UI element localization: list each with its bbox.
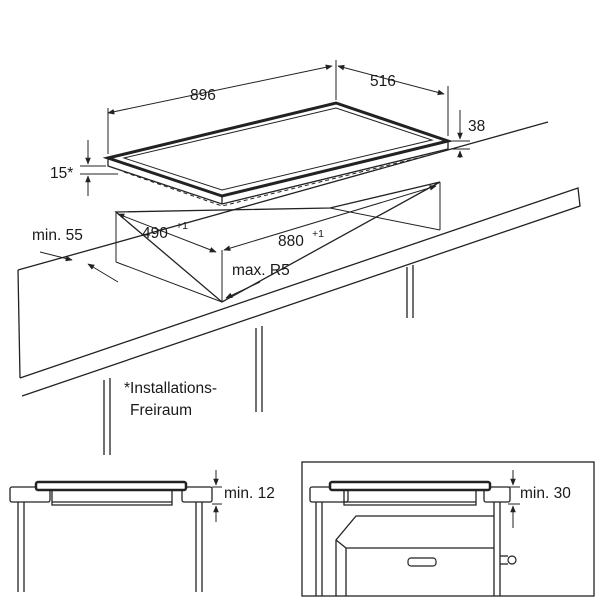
label-880-tolerance: +1 <box>312 228 324 240</box>
label-880: 880 <box>278 233 304 250</box>
detail-right <box>301 461 595 597</box>
label-38: 38 <box>468 118 485 135</box>
footnote-line1: *Installations- <box>124 380 217 397</box>
dimension-516 <box>337 64 449 136</box>
dimension-15 <box>80 140 118 196</box>
footnote-line2: Freiraum <box>130 402 192 419</box>
label-min12: min. 12 <box>224 485 275 502</box>
label-896: 896 <box>190 87 216 104</box>
dimension-896 <box>107 60 337 154</box>
label-15: 15* <box>50 165 73 182</box>
dimension-r5 <box>225 281 261 299</box>
dimension-490 <box>117 213 217 253</box>
label-radius: max. R5 <box>232 262 290 279</box>
dimension-min55 <box>39 251 119 283</box>
hob-plate <box>102 101 454 207</box>
label-516: 516 <box>370 73 396 90</box>
detail-left <box>9 470 222 592</box>
cabinet-legs <box>103 265 414 455</box>
label-490-tolerance: +1 <box>176 220 188 232</box>
dimension-38 <box>452 110 470 158</box>
label-min30: min. 30 <box>520 485 571 502</box>
label-490: 490 <box>142 225 168 242</box>
label-min55: min. 55 <box>32 227 83 244</box>
dimension-880 <box>223 185 437 251</box>
